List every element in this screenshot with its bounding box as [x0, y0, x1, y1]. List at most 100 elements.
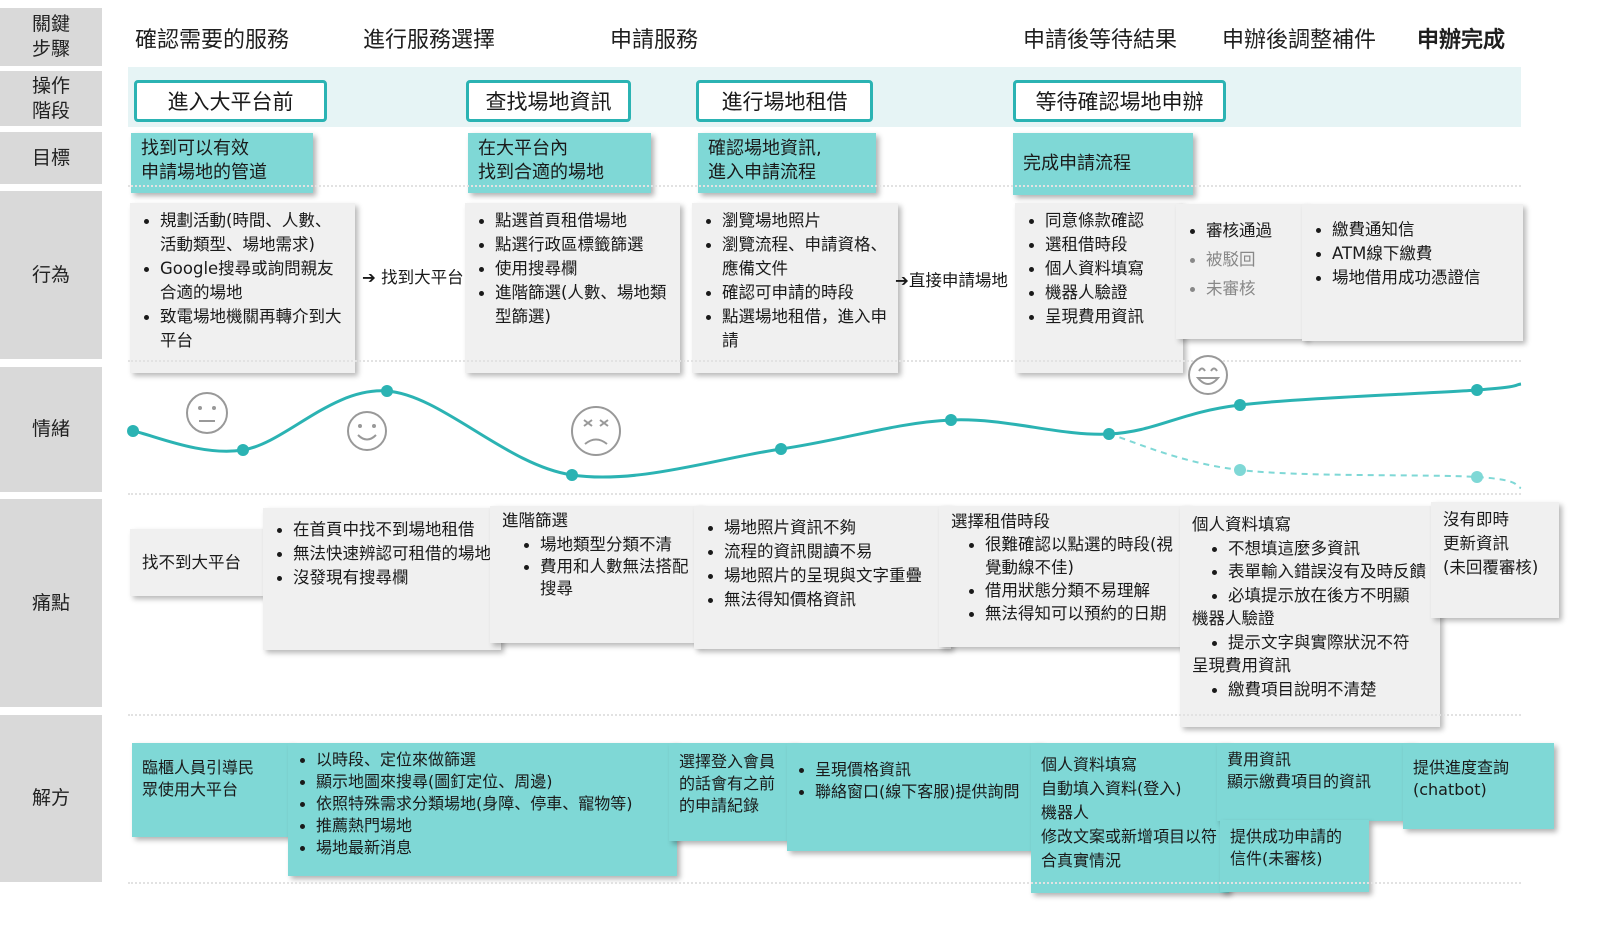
pain-5-item: 借用狀態分類不易理解	[985, 579, 1179, 602]
pain-6-item: 提示文字與實際狀況不符	[1228, 631, 1430, 655]
step-5: 申辦後調整補件	[1222, 28, 1377, 53]
pain-card-2: 在首頁中找不到場地租借 無法快速辨認可租借的場地 沒發現有搜尋欄	[263, 508, 501, 650]
action-card-2: 點選首頁租借場地 點選行政區標籤篩選 使用搜尋欄 進階篩選(人數、場地類型篩選)	[465, 203, 680, 373]
action-6-item: ATM線下繳費	[1332, 242, 1513, 266]
arrow-find-platform: ➔ 找到大平台	[362, 268, 464, 287]
row-label-goal-text: 目標	[31, 146, 70, 169]
action-1-item: Google搜尋或詢問親友合適的場地	[160, 257, 345, 305]
emotion-point	[127, 425, 139, 437]
step-4: 申請後等待結果	[1023, 28, 1178, 53]
solution-4-item: 聯絡窗口(線下客服)提供詢問	[815, 781, 1032, 803]
emotion-curve	[132, 382, 1522, 479]
pain-4-item: 場地照片資訊不夠	[724, 516, 941, 540]
action-3-item: 瀏覽場地照片	[722, 209, 888, 233]
pain-card-3: 進階篩選 場地類型分類不清 費用和人數無法搭配搜尋	[490, 506, 702, 643]
solution-2-item: 以時段、定位來做篩選	[316, 749, 667, 771]
action-5-item: 被駁回	[1206, 245, 1297, 274]
divider-action	[128, 360, 1521, 362]
solution-card-6: 費用資訊 顯示繳費項目的資訊	[1217, 743, 1414, 821]
action-2-item: 使用搜尋欄	[495, 257, 670, 281]
emotion-branch-point	[1471, 471, 1483, 483]
pain-4-item: 流程的資訊閱讀不易	[724, 540, 941, 564]
action-2-item: 點選首頁租借場地	[495, 209, 670, 233]
row-label-emotion: 情緒	[0, 367, 102, 492]
step-3: 申請服務	[610, 28, 699, 53]
row-label-action: 行為	[0, 191, 102, 359]
action-4-item: 呈現費用資訊	[1045, 305, 1173, 329]
solution-card-2: 以時段、定位來做篩選 顯示地圖來搜尋(圖釘定位、周邊) 依照特殊需求分類場地(身…	[288, 743, 677, 876]
emotion-branch-point	[1234, 464, 1246, 476]
pain-6-item: 不想填這麼多資訊	[1228, 537, 1430, 561]
row-label-steps-text: 關鍵 步驟	[31, 13, 70, 60]
action-card-4: 同意條款確認 選租借時段 個人資料填寫 機器人驗證 呈現費用資訊	[1015, 203, 1183, 373]
goal-1: 找到可以有效 申請場地的管道	[131, 133, 313, 193]
pain-card-4: 場地照片資訊不夠 流程的資訊閱讀不易 場地照片的呈現與文字重疊 無法得知價格資訊	[694, 506, 951, 649]
pain-2-item: 沒發現有搜尋欄	[293, 566, 491, 590]
pain-card-1: 找不到大平台	[130, 529, 264, 596]
action-6-item: 場地借用成功憑證信	[1332, 266, 1513, 290]
action-4-item: 同意條款確認	[1045, 209, 1173, 233]
divider-goal	[128, 185, 1521, 187]
solution-2-item: 場地最新消息	[316, 837, 667, 859]
step-1: 確認需要的服務	[135, 28, 290, 53]
emotion-point	[775, 443, 787, 455]
emotion-point	[237, 444, 249, 456]
stage-3: 進行場地租借	[696, 80, 873, 122]
action-2-item: 進階篩選(人數、場地類型篩選)	[495, 281, 670, 329]
goal-3: 確認場地資訊, 進入申請流程	[698, 133, 876, 193]
action-card-5: 審核通過 被駁回 未審核	[1176, 204, 1307, 339]
solution-card-8: 提供進度查詢 (chatbot)	[1403, 743, 1554, 829]
solution-card-4: 呈現價格資訊 聯絡窗口(線下客服)提供詢問	[787, 743, 1042, 851]
row-label-goal: 目標	[0, 132, 102, 184]
solution-2-item: 顯示地圖來搜尋(圖釘定位、周邊)	[316, 771, 667, 793]
pain-4-item: 場地照片的呈現與文字重疊	[724, 564, 941, 588]
pain-2-item: 在首頁中找不到場地租借	[293, 518, 491, 542]
goal-4: 完成申請流程	[1013, 133, 1193, 195]
row-label-solution: 解方	[0, 715, 102, 882]
divider-pain	[128, 714, 1521, 716]
pain-5-title: 選擇租借時段	[951, 512, 1050, 531]
goal-2: 在大平台內 找到合適的場地	[468, 133, 651, 193]
pain-card-7: 沒有即時 更新資訊 (未回覆審核)	[1431, 502, 1559, 618]
happy-face-icon	[1188, 355, 1228, 395]
emotion-point	[945, 414, 957, 426]
action-3-item: 確認可申請的時段	[722, 281, 888, 305]
stage-2: 查找場地資訊	[466, 80, 631, 122]
pain-6-item: 必填提示放在後方不明顯	[1228, 584, 1430, 608]
action-6-item: 繳費通知信	[1332, 218, 1513, 242]
pain-6-h2: 機器人驗證	[1192, 609, 1275, 628]
solution-card-1: 臨櫃人員引導民 眾使用大平台	[132, 743, 292, 837]
pain-6-h1: 個人資料填寫	[1192, 515, 1291, 534]
divider-solution	[128, 882, 1521, 884]
step-6: 申辦完成	[1417, 28, 1506, 53]
row-label-action-text: 行為	[31, 263, 70, 286]
action-card-1: 規劃活動(時間、人數、活動類型、場地需求) Google搜尋或詢問親友合適的場地…	[130, 203, 355, 373]
neutral-face-icon	[186, 392, 228, 434]
row-label-pain-text: 痛點	[31, 591, 70, 614]
smile-face-icon	[347, 411, 387, 451]
action-4-item: 選租借時段	[1045, 233, 1173, 257]
stage-4: 等待確認場地申辦	[1013, 80, 1226, 122]
pain-4-item: 無法得知價格資訊	[724, 588, 941, 612]
row-label-solution-text: 解方	[31, 787, 70, 809]
pain-card-5: 選擇租借時段 很難確認以點選的時段(視覺動線不佳) 借用狀態分類不易理解 無法得…	[939, 506, 1189, 647]
emotion-point	[1234, 399, 1246, 411]
pain-5-item: 很難確認以點選的時段(視覺動線不佳)	[985, 533, 1179, 579]
action-card-3: 瀏覽場地照片 瀏覽流程、申請資格、應備文件 確認可申請的時段 點選場地租借，進入…	[692, 203, 898, 373]
solution-card-5: 個人資料填寫 自動填入資料(登入) 機器人 修改文案或新增項目以符 合真實情況	[1031, 743, 1229, 893]
emotion-point	[1103, 428, 1115, 440]
stage-1: 進入大平台前	[134, 80, 327, 122]
emotion-point	[566, 469, 578, 481]
action-3-item: 點選場地租借，進入申請	[722, 305, 888, 353]
pain-6-h3: 呈現費用資訊	[1192, 656, 1291, 675]
action-2-item: 點選行政區標籤篩選	[495, 233, 670, 257]
action-1-item: 規劃活動(時間、人數、活動類型、場地需求)	[160, 209, 345, 257]
pain-6-item: 繳費項目說明不清楚	[1228, 678, 1430, 702]
solution-card-3: 選擇登入會員 的話會有之前 的申請紀錄	[669, 743, 797, 841]
sad-face-icon	[571, 406, 621, 456]
pain-5-item: 無法得知可以預約的日期	[985, 602, 1179, 625]
row-label-phase-text: 操作 階段	[31, 74, 70, 122]
pain-6-item: 表單輸入錯誤沒有及時反饋	[1228, 560, 1430, 584]
arrow-direct-apply: ➔直接申請場地	[895, 271, 1008, 290]
